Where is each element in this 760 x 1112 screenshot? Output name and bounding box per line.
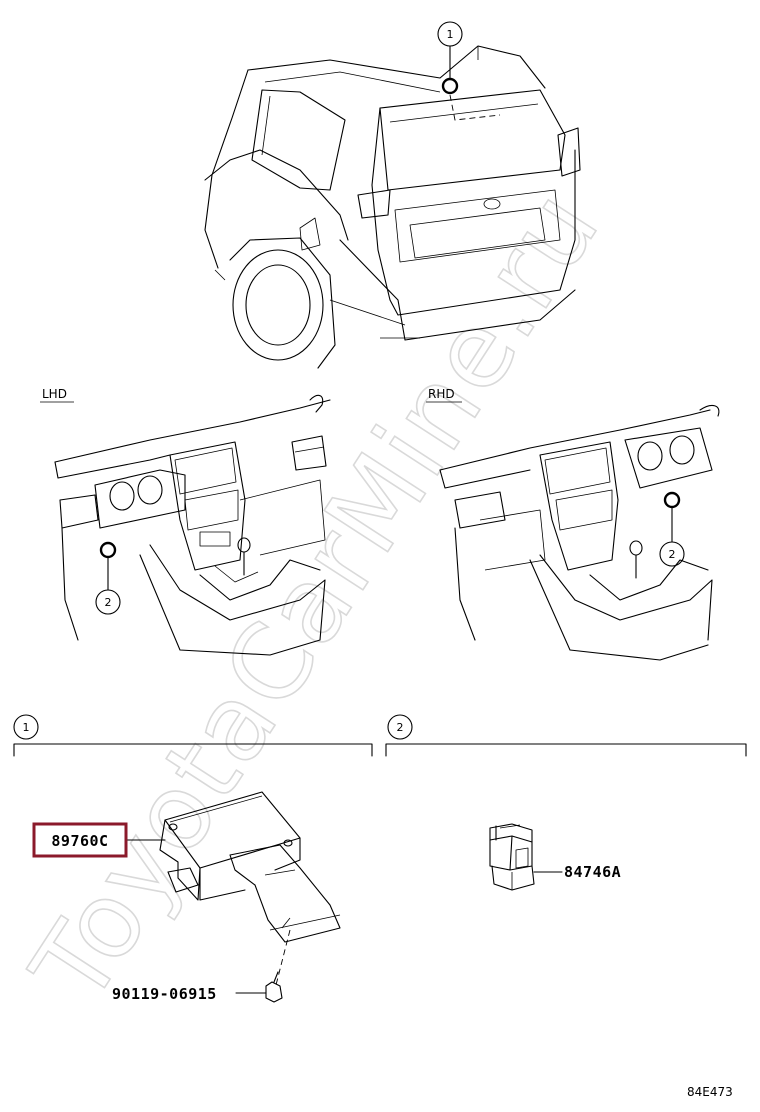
rhd-label: RHD xyxy=(428,387,455,401)
callout-1-label: 1 xyxy=(447,28,454,41)
switch-illustration xyxy=(489,823,535,891)
section-1-label: 1 xyxy=(23,721,30,734)
rhd-callout-2-label: 2 xyxy=(669,548,676,561)
part-number-89760c[interactable]: 89760C xyxy=(51,832,108,850)
lhd-label: LHD xyxy=(42,387,67,401)
switch-part-callout[interactable]: 84746A xyxy=(533,863,621,881)
section-2-header: 2 xyxy=(385,714,747,757)
part-number-90119-06915[interactable]: 90119-06915 xyxy=(112,985,217,1003)
bolt-part-callout[interactable]: 90119-06915 xyxy=(112,985,267,1003)
section-2-label: 2 xyxy=(397,721,404,734)
vehicle-callout-1: 1 xyxy=(437,21,463,95)
vehicle-rear-illustration xyxy=(204,45,581,369)
rhd-view: RHD 2 xyxy=(426,387,720,661)
section-1-header: 1 xyxy=(13,714,373,757)
watermark: ToyotaCarMine.ru xyxy=(7,168,624,1026)
part-highlight-box[interactable] xyxy=(32,822,128,858)
ecu-module-illustration xyxy=(159,791,341,1003)
watermark-text: ToyotaCarMine.ru xyxy=(8,168,623,1024)
ecu-part-callout[interactable]: 89760C xyxy=(32,822,166,858)
part-number-84746a[interactable]: 84746A xyxy=(564,863,621,881)
diagram-code: 84E473 xyxy=(687,1085,733,1099)
lhd-view: LHD 2 xyxy=(40,387,331,656)
lhd-callout-2-label: 2 xyxy=(105,596,112,609)
